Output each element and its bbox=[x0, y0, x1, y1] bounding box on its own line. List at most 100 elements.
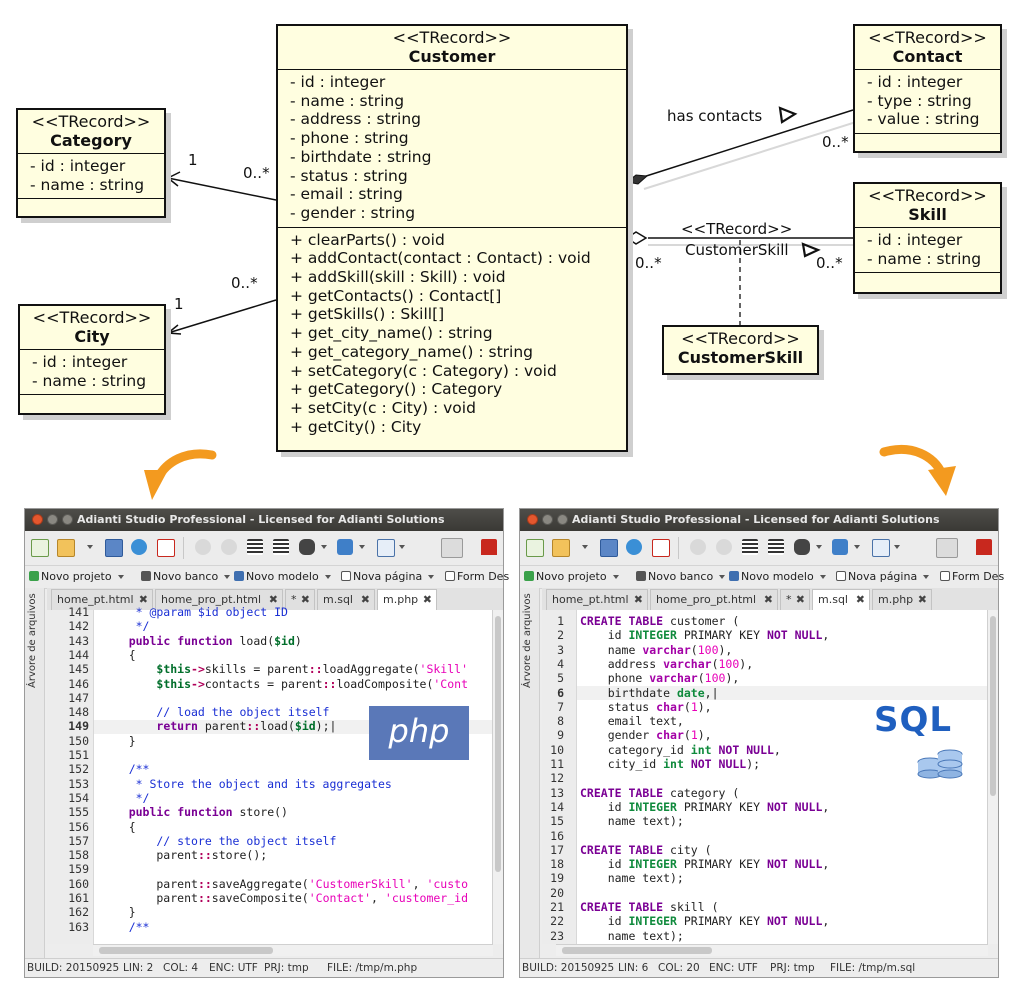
tab-home-pt[interactable]: home_pt.html✖ bbox=[546, 589, 648, 610]
has-contacts-label: has contacts bbox=[667, 107, 763, 125]
menu-new-page[interactable]: Nova página bbox=[341, 566, 435, 588]
menu-new-database[interactable]: Novo banco bbox=[141, 566, 231, 588]
menu-new-page[interactable]: Nova página bbox=[836, 566, 930, 588]
close-window-button[interactable] bbox=[527, 514, 538, 525]
code-editor[interactable]: 141 142 143 144 145 146 147 148 149 150 … bbox=[47, 605, 493, 944]
attribute: - email : string bbox=[290, 185, 403, 204]
windows-icon[interactable] bbox=[872, 539, 890, 557]
scrollbar-thumb[interactable] bbox=[495, 616, 501, 872]
scrollbar-thumb[interactable] bbox=[562, 947, 712, 954]
menu-new-database[interactable]: Novo banco bbox=[636, 566, 726, 588]
tab-unsaved[interactable]: *✖ bbox=[780, 589, 810, 610]
chevron-down-icon[interactable] bbox=[894, 545, 900, 549]
menu-form-designer[interactable]: Form Des bbox=[940, 566, 1004, 588]
close-icon[interactable]: ✖ bbox=[795, 593, 805, 606]
undo-icon[interactable] bbox=[690, 539, 706, 555]
pdf-icon[interactable] bbox=[157, 539, 175, 557]
menu-form-designer[interactable]: Form Des bbox=[445, 566, 509, 588]
layout-toggle-icon[interactable] bbox=[441, 538, 463, 558]
indent-icon[interactable] bbox=[742, 539, 758, 555]
status-line: LIN: 6 bbox=[618, 962, 649, 974]
horizontal-scrollbar[interactable] bbox=[93, 944, 493, 956]
code-line: parent::saveAggregate('CustomerSkill', '… bbox=[101, 876, 468, 891]
chevron-down-icon[interactable] bbox=[399, 545, 405, 549]
redo-icon[interactable] bbox=[221, 539, 237, 555]
line-number: 160 bbox=[68, 876, 89, 891]
open-folder-icon[interactable] bbox=[57, 539, 75, 557]
close-icon[interactable]: ✖ bbox=[300, 593, 310, 606]
tab-home-pro-pt[interactable]: home_pro_pt.html✖ bbox=[650, 589, 778, 610]
maximize-window-button[interactable] bbox=[557, 514, 568, 525]
close-icon[interactable]: ✖ bbox=[360, 593, 370, 606]
chevron-down-icon[interactable] bbox=[359, 545, 365, 549]
file-tree-sidebar[interactable]: Árvore de arquivos bbox=[25, 588, 45, 963]
tab-label: home_pro_pt.html bbox=[161, 593, 262, 606]
tab-home-pro-pt[interactable]: home_pro_pt.html ✖ bbox=[155, 589, 283, 610]
puzzle-icon[interactable] bbox=[832, 539, 848, 555]
file-tree-sidebar[interactable]: Árvore de arquivos bbox=[520, 588, 540, 963]
binoculars-icon[interactable] bbox=[794, 539, 810, 555]
scrollbar-thumb[interactable] bbox=[990, 616, 996, 796]
close-icon[interactable]: ✖ bbox=[855, 593, 865, 606]
save-icon[interactable] bbox=[600, 539, 618, 557]
save-icon[interactable] bbox=[105, 539, 123, 557]
new-file-icon[interactable] bbox=[31, 539, 49, 557]
redo-icon[interactable] bbox=[716, 539, 732, 555]
close-icon[interactable]: ✖ bbox=[633, 593, 643, 606]
tab-m-sql[interactable]: m.sql ✖ bbox=[812, 589, 870, 611]
menu-new-model[interactable]: Novo modelo bbox=[729, 566, 826, 588]
close-icon[interactable]: ✖ bbox=[138, 593, 148, 606]
layout-toggle-icon[interactable] bbox=[936, 538, 958, 558]
indent-icon[interactable] bbox=[247, 539, 263, 555]
line-number: 13 bbox=[550, 785, 564, 800]
home-icon[interactable] bbox=[481, 539, 497, 555]
tab-m-php[interactable]: m.php✖ bbox=[872, 589, 932, 610]
menu-new-project[interactable]: Novo projeto bbox=[29, 566, 124, 588]
undo-icon[interactable] bbox=[195, 539, 211, 555]
home-icon[interactable] bbox=[976, 539, 992, 555]
windows-icon[interactable] bbox=[377, 539, 395, 557]
close-icon[interactable]: ✖ bbox=[268, 593, 278, 606]
tab-m-sql[interactable]: m.sql ✖ bbox=[317, 589, 375, 610]
tab-m-php[interactable]: m.php✖ bbox=[377, 589, 437, 611]
chevron-down-icon[interactable] bbox=[854, 545, 860, 549]
outdent-icon[interactable] bbox=[768, 539, 784, 555]
chevron-down-icon[interactable] bbox=[816, 545, 822, 549]
binoculars-icon[interactable] bbox=[299, 539, 315, 555]
tab-label: m.sql bbox=[818, 593, 848, 606]
menu-new-model[interactable]: Novo modelo bbox=[234, 566, 331, 588]
new-file-icon[interactable] bbox=[526, 539, 544, 557]
code-line: { bbox=[101, 819, 136, 834]
chevron-down-icon[interactable] bbox=[87, 545, 93, 549]
close-icon[interactable]: ✖ bbox=[422, 593, 432, 606]
line-number: 11 bbox=[550, 757, 564, 771]
puzzle-icon[interactable] bbox=[337, 539, 353, 555]
maximize-window-button[interactable] bbox=[62, 514, 73, 525]
tab-home-pt[interactable]: home_pt.html✖ bbox=[51, 589, 153, 610]
tab-label: m.sql bbox=[323, 593, 353, 606]
minimize-window-button[interactable] bbox=[47, 514, 58, 525]
chevron-down-icon[interactable] bbox=[582, 545, 588, 549]
tab-unsaved[interactable]: *✖ bbox=[285, 589, 315, 610]
open-folder-icon[interactable] bbox=[552, 539, 570, 557]
vertical-scrollbar[interactable] bbox=[987, 610, 998, 944]
menu-new-project[interactable]: Novo projeto bbox=[524, 566, 619, 588]
close-icon[interactable]: ✖ bbox=[917, 593, 927, 606]
pdf-icon[interactable] bbox=[652, 539, 670, 557]
horizontal-scrollbar[interactable] bbox=[556, 944, 988, 956]
close-icon[interactable]: ✖ bbox=[763, 593, 773, 606]
code-editor[interactable]: 1 2 3 4 5 6 7 8 9 10 11 12 13 14 15 16 1… bbox=[542, 610, 988, 944]
page-icon bbox=[836, 571, 846, 581]
sync-icon[interactable] bbox=[131, 539, 147, 555]
method: + getSkills() : Skill[] bbox=[290, 305, 445, 324]
outdent-icon[interactable] bbox=[273, 539, 289, 555]
close-window-button[interactable] bbox=[32, 514, 43, 525]
chevron-down-icon[interactable] bbox=[321, 545, 327, 549]
method: + clearParts() : void bbox=[290, 230, 445, 249]
attribute: - id : integer bbox=[867, 73, 963, 91]
vertical-scrollbar[interactable] bbox=[492, 610, 503, 944]
code-line: /** bbox=[101, 762, 150, 777]
sync-icon[interactable] bbox=[626, 539, 642, 555]
minimize-window-button[interactable] bbox=[542, 514, 553, 525]
scrollbar-thumb[interactable] bbox=[99, 947, 273, 954]
